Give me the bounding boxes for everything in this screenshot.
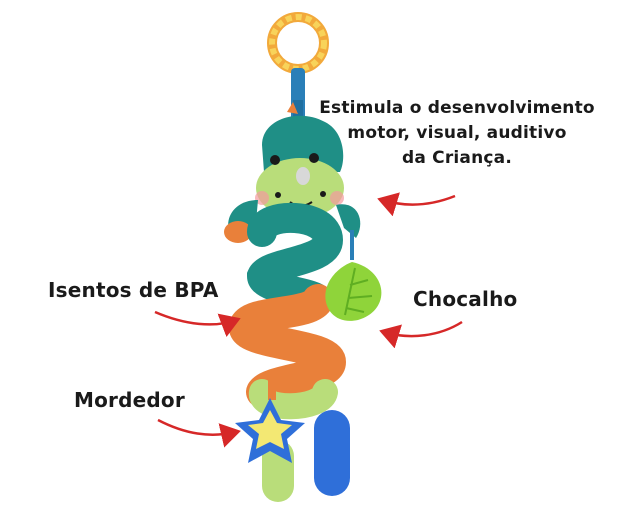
callout-development-line3: da Criança. <box>401 148 513 168</box>
arrow-development <box>377 192 456 217</box>
callout-development-line2: motor, visual, auditivo <box>347 123 567 143</box>
callout-bpa-free: Isentos de BPA <box>48 278 219 302</box>
arrow-teether <box>157 418 241 448</box>
arrow-rattle <box>379 320 463 349</box>
callout-development-line1: Estimula o desenvolvimento <box>319 98 595 118</box>
rattle-leaf <box>325 230 382 321</box>
dino-arm-right <box>336 204 361 238</box>
callout-rattle: Chocalho <box>413 287 518 311</box>
dino-head <box>255 102 344 218</box>
callout-teether: Mordedor <box>74 388 185 412</box>
callout-development: Estimula o desenvolvimento motor, visual… <box>292 96 622 171</box>
teether-star <box>235 372 305 463</box>
spiral-body <box>229 202 347 420</box>
dino-leg-blue <box>314 410 350 496</box>
hanging-ring <box>267 12 329 74</box>
arrow-bpa <box>154 310 241 338</box>
